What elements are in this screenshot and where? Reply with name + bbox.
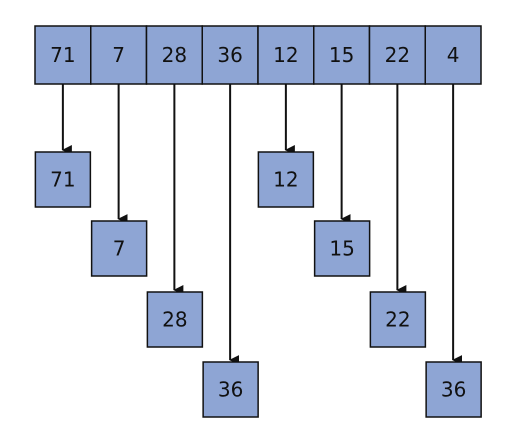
array-cell-value: 36 (217, 43, 242, 67)
result-box-rect (146, 291, 204, 348)
result-box-value: 7 (113, 237, 126, 261)
result-box: 12 (257, 151, 315, 208)
result-box-rect (202, 361, 259, 418)
array-cell: 36 (201, 25, 259, 85)
arrows-layer (61, 84, 463, 365)
array-cell-box (34, 25, 92, 85)
result-box-value: 71 (50, 168, 75, 192)
result-box: 71 (34, 151, 92, 208)
result-box: 7 (90, 220, 148, 277)
array-cell-value: 71 (50, 43, 75, 67)
result-box: 15 (313, 220, 371, 277)
result-box: 36 (202, 361, 259, 418)
result-box-value: 36 (218, 378, 243, 402)
result-box-value: 12 (273, 168, 298, 192)
result-box-rect (425, 361, 482, 418)
result-boxes: 71 7 28 36 12 15 22 36 (34, 151, 482, 418)
result-box: 22 (369, 291, 427, 348)
array-cell-value: 4 (447, 43, 460, 67)
array-cell-value: 22 (385, 43, 410, 67)
result-box-value: 22 (385, 308, 410, 332)
top-array: 71 7 28 36 12 15 22 4 (34, 25, 482, 85)
array-cell: 4 (424, 25, 482, 85)
result-box-rect (313, 220, 371, 277)
result-box-rect (257, 151, 315, 208)
array-cell-value: 7 (112, 43, 125, 67)
result-box-value: 36 (441, 378, 466, 402)
result-box-value: 28 (162, 308, 187, 332)
result-box-value: 15 (329, 237, 354, 261)
array-cell: 71 (34, 25, 92, 85)
array-cell-box (90, 25, 148, 85)
array-cell-value: 12 (273, 43, 298, 67)
result-box-rect (369, 291, 427, 348)
array-cell-box (313, 25, 371, 85)
array-cell: 15 (313, 25, 371, 85)
array-cell-box (368, 25, 426, 85)
array-cell-box (424, 25, 482, 85)
result-box: 28 (146, 291, 204, 348)
array-cell: 12 (257, 25, 315, 85)
result-box-rect (34, 151, 92, 208)
array-cell: 28 (145, 25, 203, 85)
array-cell-value: 15 (329, 43, 354, 67)
array-cell-value: 28 (162, 43, 187, 67)
array-cell: 7 (90, 25, 148, 85)
result-box-rect (90, 220, 148, 277)
result-box: 36 (425, 361, 482, 418)
array-cell: 22 (368, 25, 426, 85)
